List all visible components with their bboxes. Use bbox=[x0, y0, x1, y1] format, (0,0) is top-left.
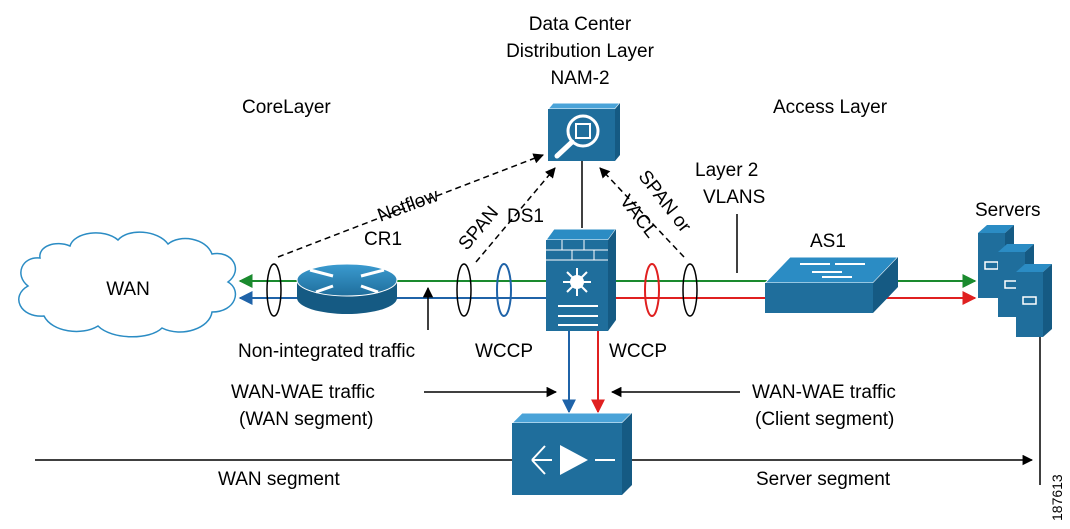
cr1-router bbox=[296, 263, 398, 314]
netflow-label: Netflow bbox=[375, 185, 442, 226]
cr1-label: CR1 bbox=[364, 229, 402, 250]
intercept-ring-wccp-right bbox=[644, 263, 660, 317]
nam-label: NAM-2 bbox=[550, 68, 609, 89]
dc-header-line1: Data Center bbox=[529, 14, 632, 35]
intercept-ring-wan bbox=[266, 263, 282, 317]
access-layer-label: Access Layer bbox=[773, 97, 888, 118]
span-label: SPAN bbox=[455, 202, 503, 254]
intercept-ring-wccp-left bbox=[496, 263, 512, 317]
netflow-arrow bbox=[277, 153, 544, 258]
wan-cloud bbox=[18, 231, 237, 338]
intercept-ring-span bbox=[456, 263, 472, 317]
layer2-label-line2: VLANS bbox=[703, 187, 765, 208]
ds1-label: DS1 bbox=[507, 206, 544, 227]
wae-device bbox=[510, 412, 634, 495]
wan-wae-left-line2: (WAN segment) bbox=[239, 409, 373, 430]
layer2-label-line1: Layer 2 bbox=[695, 160, 758, 181]
wan-wae-right-line2: (Client segment) bbox=[755, 409, 894, 430]
as1-switch bbox=[763, 256, 900, 313]
server-3 bbox=[1016, 264, 1052, 337]
wccp-left-label: WCCP bbox=[475, 341, 533, 362]
span-arrow bbox=[475, 167, 556, 263]
intercept-ring-vacl bbox=[682, 263, 698, 317]
non-integrated-label: Non-integrated traffic bbox=[238, 341, 415, 362]
wan-segment-label: WAN segment bbox=[218, 469, 340, 490]
wccp-right-label: WCCP bbox=[609, 341, 667, 362]
nam-device bbox=[546, 102, 622, 161]
server-segment-label: Server segment bbox=[756, 469, 891, 490]
servers-stack bbox=[978, 225, 1052, 337]
servers-label: Servers bbox=[975, 200, 1040, 221]
figure-id: 187613 bbox=[1049, 474, 1065, 521]
span-vacl-arrow bbox=[599, 167, 685, 258]
wan-label: WAN bbox=[106, 279, 150, 300]
dc-header-line2: Distribution Layer bbox=[506, 41, 655, 62]
ds1-switch bbox=[545, 228, 617, 331]
wan-wae-left-line1: WAN-WAE traffic bbox=[231, 382, 375, 403]
core-layer-label: CoreLayer bbox=[242, 97, 331, 118]
as1-label: AS1 bbox=[810, 231, 846, 252]
wan-wae-right-line1: WAN-WAE traffic bbox=[752, 382, 896, 403]
